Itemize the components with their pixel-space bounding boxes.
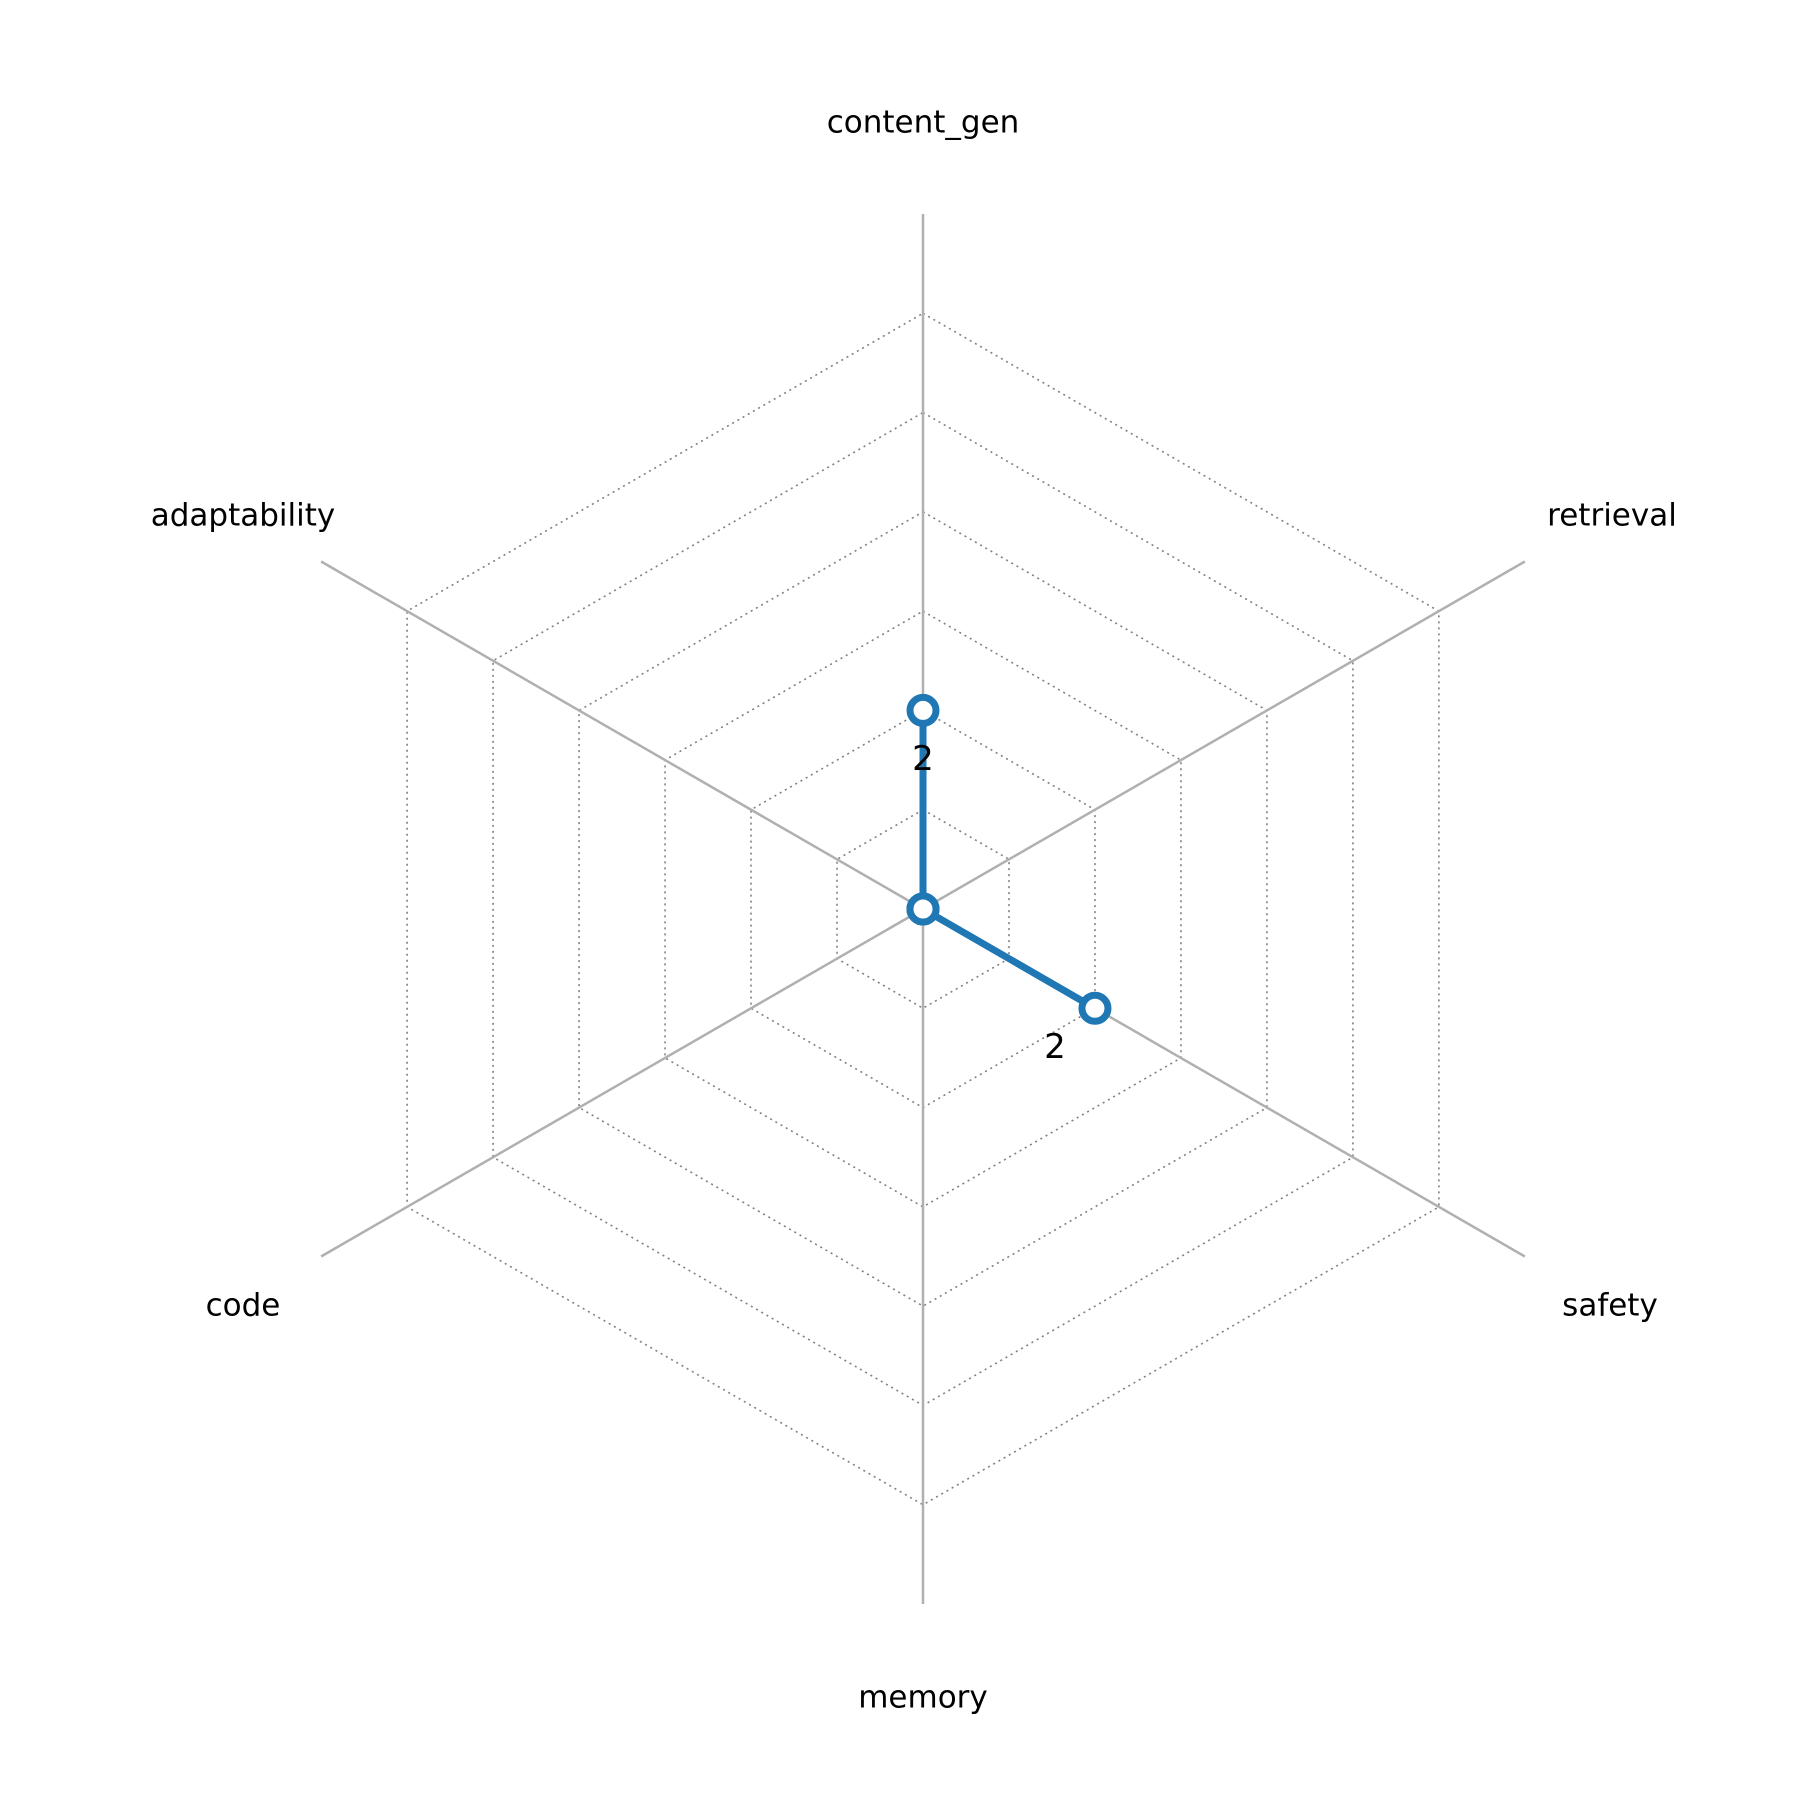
category-labels: content_gen retrieval safety memory code adap…	[151, 105, 1677, 1716]
category-label-content_gen: content_gen	[827, 105, 1020, 141]
category-label-safety: safety	[1562, 1288, 1658, 1324]
data-point-content_gen	[906, 693, 940, 727]
category-label-retrieval: retrieval	[1547, 498, 1677, 534]
series: 22	[906, 693, 1112, 1067]
category-label-adaptability: adaptability	[151, 498, 336, 534]
data-label-safety: 2	[1044, 1027, 1066, 1067]
data-label-content_gen: 2	[912, 739, 934, 779]
axis-retrieval	[922, 560, 1526, 911]
data-point-adaptability	[906, 892, 940, 926]
axis-adaptability	[320, 560, 924, 911]
category-label-memory: memory	[858, 1680, 988, 1716]
axis-code	[320, 907, 924, 1258]
data-point-safety	[1078, 991, 1112, 1025]
category-label-code: code	[206, 1288, 281, 1324]
